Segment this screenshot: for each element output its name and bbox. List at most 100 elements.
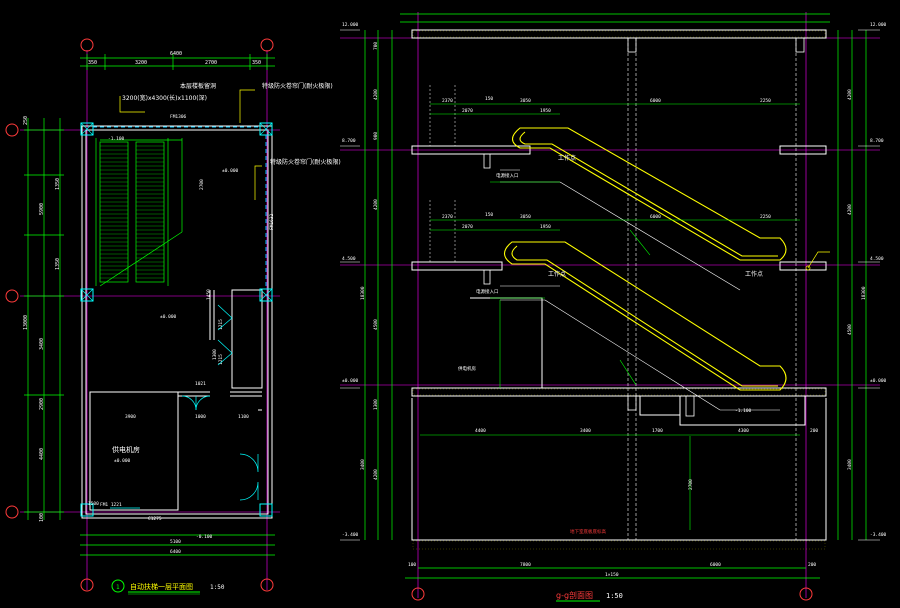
dim-text: 1350 (55, 178, 61, 190)
door-swing (195, 395, 211, 411)
escalator-lower (503, 241, 787, 391)
dim-text: 13000 (23, 315, 29, 330)
escalator-lower-rail (511, 245, 778, 387)
level-text: 8.700 (342, 138, 356, 144)
dim-text: 18300 (861, 286, 867, 300)
dim-text: 100 (39, 513, 45, 522)
column (80, 503, 94, 517)
door-swing (217, 339, 233, 366)
grid-bubble (5, 123, 19, 137)
grid-bubble (80, 578, 94, 592)
dim-text: 2250 (760, 214, 771, 220)
slab-f2-right (779, 261, 827, 271)
elev-text: -0.100 (196, 534, 213, 540)
dim-text: 4200 (847, 89, 853, 100)
dim-text: 6000 (710, 562, 721, 568)
door-text: 1021 (195, 381, 206, 387)
elev-text: ±0.000 (222, 168, 239, 174)
dim-text: 1000 (195, 414, 206, 420)
section-view: 12.000 8.700 4.500 ±0.000 -3.400 12.000 … (340, 12, 887, 602)
level-text: 8.700 (870, 138, 884, 144)
elev-text: -1.100 (108, 136, 125, 142)
label-text: 工作点 (558, 154, 576, 162)
dim-text: 4200 (373, 469, 379, 480)
note-text: 特级防火卷帘门(耐火极限) (262, 82, 333, 90)
level-text: 12.000 (342, 22, 359, 28)
dim-text: 700 (373, 42, 379, 50)
dim-text: C1275 (148, 516, 162, 522)
dim-text: 150 (485, 212, 493, 218)
dim-text: 3200 (135, 60, 147, 66)
slab-f3 (411, 145, 531, 155)
bottom-note: 地下室底板底标高 (570, 528, 606, 535)
dim-text: 3400 (360, 459, 366, 470)
dim-text: 100 (408, 562, 416, 568)
pit-bottom (639, 396, 806, 426)
elev-text: ±0.000 (160, 314, 177, 320)
dim-text: 2370 (442, 98, 453, 104)
column (259, 288, 273, 302)
plan-scale: 1:50 (210, 584, 225, 591)
grid-bubble (799, 587, 813, 601)
pit-wall (470, 297, 543, 388)
dim-text: 2370 (442, 214, 453, 220)
dim-text: 1700 (652, 428, 663, 434)
door-swing (181, 395, 197, 411)
room-name: 供电机房 (112, 445, 140, 454)
door-swing (239, 453, 259, 473)
dim-text: 350 (88, 60, 97, 66)
slab-f3-right (779, 145, 827, 155)
label-text: 供电机房 (458, 365, 476, 372)
note-text: FM1632 (269, 213, 275, 230)
dim-text: 2700 (205, 60, 217, 66)
room-elev: ±0.000 (114, 458, 131, 464)
slab-f2 (411, 261, 503, 271)
level-text: 4.500 (870, 256, 884, 262)
note-text: FM1306 (170, 114, 187, 120)
dim-text: 18300 (360, 286, 366, 300)
dim-text: 3400 (847, 459, 853, 470)
door-text: 1215 (218, 319, 224, 330)
dim-text: 200 (810, 428, 818, 434)
level-text: ±0.000 (870, 378, 887, 384)
dim-text: 6400 (170, 51, 182, 57)
grid-bubble (411, 587, 425, 601)
dim-text: 1450 (206, 289, 212, 300)
dim-text: 7800 (520, 562, 531, 568)
dim-text: 250 (23, 116, 29, 125)
grid-bubble (260, 38, 274, 52)
column (80, 288, 94, 302)
grid-bubble (5, 505, 19, 519)
dim-text: 3400 (580, 428, 591, 434)
dim-text: 2700 (688, 479, 694, 490)
level-text: -3.400 (342, 532, 359, 538)
dim-text: 3050 (520, 214, 531, 220)
dim-text: 200 (808, 562, 816, 568)
dim-text: 350 (252, 60, 261, 66)
escalator-upper (511, 127, 787, 261)
dim-text: 5100 (170, 539, 181, 545)
escalator-right (135, 141, 165, 283)
dim-text: 2900 (39, 398, 45, 410)
dim-text: 4200 (373, 89, 379, 100)
level-text: ±0.000 (342, 378, 359, 384)
machine-room-wall (89, 391, 179, 511)
dim-text: 4200 (373, 199, 379, 210)
dim-text: 1950 (540, 108, 551, 114)
note-text: 特级防火卷帘门(耐火极限) (270, 158, 341, 166)
basement-wall (411, 398, 827, 541)
section-title: g-g剖面图 (556, 590, 593, 600)
grid-bubble (80, 38, 94, 52)
pipe-shaft (231, 289, 263, 389)
note-text: 本层楼板留洞 (180, 82, 216, 90)
dim-text: 2700 (199, 179, 205, 190)
note-text: 3200(宽)x4300(长)x1100(深) (122, 94, 207, 102)
level-text: 4.500 (342, 256, 356, 262)
dim-text: FM1 1221 (100, 502, 122, 508)
level-text: -3.400 (870, 532, 887, 538)
column (80, 122, 94, 136)
dim-text: 1300 (373, 399, 379, 410)
dim-text: 2250 (760, 98, 771, 104)
dim-text: 1500 (88, 501, 99, 507)
title-bubble (111, 579, 125, 593)
